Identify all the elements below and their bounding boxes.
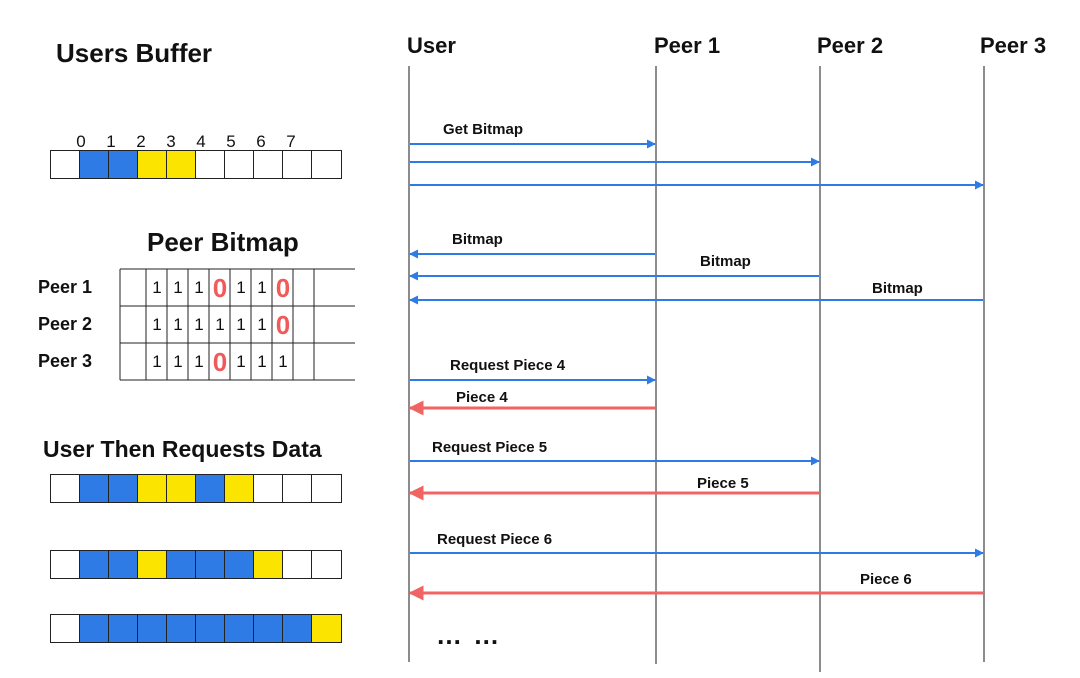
piece-index-label: 4: [196, 132, 206, 151]
bitmap-bit: 1: [152, 278, 162, 297]
buffer-cell: [166, 150, 197, 179]
bitmap-bit: 1: [257, 278, 267, 297]
buffer-cell: [311, 550, 342, 579]
buffer-cell: [137, 614, 168, 643]
message-label: Piece 4: [456, 389, 508, 406]
bitmap-bit: 1: [257, 352, 267, 371]
buffer-cell: [224, 614, 255, 643]
bitmap-bit: 1: [236, 352, 246, 371]
buffer-cell: [108, 474, 139, 503]
buffer-cell: [166, 474, 197, 503]
buffer-cell: [79, 474, 110, 503]
request-buffer-row: [50, 474, 350, 503]
bitmap-bit: 1: [236, 315, 246, 334]
users-buffer-row: [50, 150, 350, 179]
piece-index-label: 0: [76, 132, 86, 151]
bitmap-peer-label: Peer 3: [38, 351, 93, 371]
bitmap-bit: 1: [257, 315, 267, 334]
bitmap-bit: 1: [236, 278, 246, 297]
users-buffer-title: Users Buffer: [56, 38, 213, 68]
buffer-cell: [224, 550, 255, 579]
message-label: Bitmap: [452, 231, 503, 248]
message-label: Request Piece 5: [432, 439, 548, 456]
buffer-cell: [108, 550, 139, 579]
bitmap-bit: 0: [275, 273, 291, 303]
participant-peer-3: Peer 3: [980, 33, 1047, 58]
buffer-cell: [50, 474, 80, 503]
buffer-cell: [224, 150, 255, 179]
message-label: Piece 5: [697, 475, 749, 492]
buffer-cell: [50, 150, 80, 179]
buffer-cell: [282, 550, 313, 579]
buffer-cell: [166, 614, 197, 643]
ellipsis-continuation: … …: [436, 620, 502, 650]
piece-index-label: 2: [136, 132, 146, 151]
buffer-cell: [282, 614, 313, 643]
message-label: Piece 6: [860, 571, 912, 588]
buffer-cell: [195, 614, 226, 643]
participant-peer-1: Peer 1: [654, 33, 721, 58]
message-label: Request Piece 6: [437, 531, 553, 548]
buffer-cell: [108, 150, 139, 179]
message-label: Request Piece 4: [450, 357, 566, 374]
buffer-cell: [195, 150, 226, 179]
bitmap-bit: 1: [173, 315, 183, 334]
buffer-cell: [137, 550, 168, 579]
requests-title: User Then Requests Data: [43, 436, 322, 462]
bitmap-bit: 1: [173, 352, 183, 371]
buffer-cell: [311, 474, 342, 503]
piece-index-label: 5: [226, 132, 236, 151]
buffer-cell: [195, 550, 226, 579]
participant-peer-2: Peer 2: [817, 33, 884, 58]
message-label: Bitmap: [872, 280, 923, 297]
piece-index-label: 3: [166, 132, 176, 151]
buffer-cell: [50, 614, 80, 643]
buffer-cell: [195, 474, 226, 503]
bitmap-bit: 1: [194, 278, 204, 297]
piece-index-label: 1: [106, 132, 116, 151]
bitmap-bit: 1: [194, 315, 204, 334]
piece-index-label: 7: [286, 132, 296, 151]
buffer-cell: [166, 550, 197, 579]
buffer-cell: [253, 614, 284, 643]
buffer-cell: [311, 614, 342, 643]
bitmap-bit: 0: [212, 273, 228, 303]
message-label: Get Bitmap: [443, 121, 524, 138]
buffer-cell: [108, 614, 139, 643]
request-buffer-row: [50, 550, 350, 579]
bitmap-bit: 1: [215, 315, 225, 334]
bitmap-bit: 0: [212, 347, 228, 377]
bitmap-bit: 1: [278, 352, 288, 371]
buffer-cell: [282, 474, 313, 503]
buffer-cell: [224, 474, 255, 503]
request-buffer-row: [50, 614, 350, 643]
buffer-cell: [253, 474, 284, 503]
bitmap-bit: 1: [173, 278, 183, 297]
buffer-cell: [253, 550, 284, 579]
buffer-cell: [311, 150, 342, 179]
bitmap-bit: 1: [152, 315, 162, 334]
buffer-cell: [50, 550, 80, 579]
message-label: Bitmap: [700, 253, 751, 270]
bitmap-bit: 1: [152, 352, 162, 371]
bitmap-peer-label: Peer 1: [38, 277, 93, 297]
buffer-cell: [282, 150, 313, 179]
bitmap-bit: 1: [194, 352, 204, 371]
peer-bitmap-title: Peer Bitmap: [147, 227, 299, 257]
piece-index-label: 6: [256, 132, 266, 151]
bitmap-bit: 0: [275, 310, 291, 340]
buffer-cell: [79, 614, 110, 643]
buffer-cell: [137, 474, 168, 503]
participant-user: User: [407, 33, 456, 58]
buffer-cell: [79, 150, 110, 179]
buffer-cell: [79, 550, 110, 579]
bitmap-peer-label: Peer 2: [38, 314, 93, 334]
